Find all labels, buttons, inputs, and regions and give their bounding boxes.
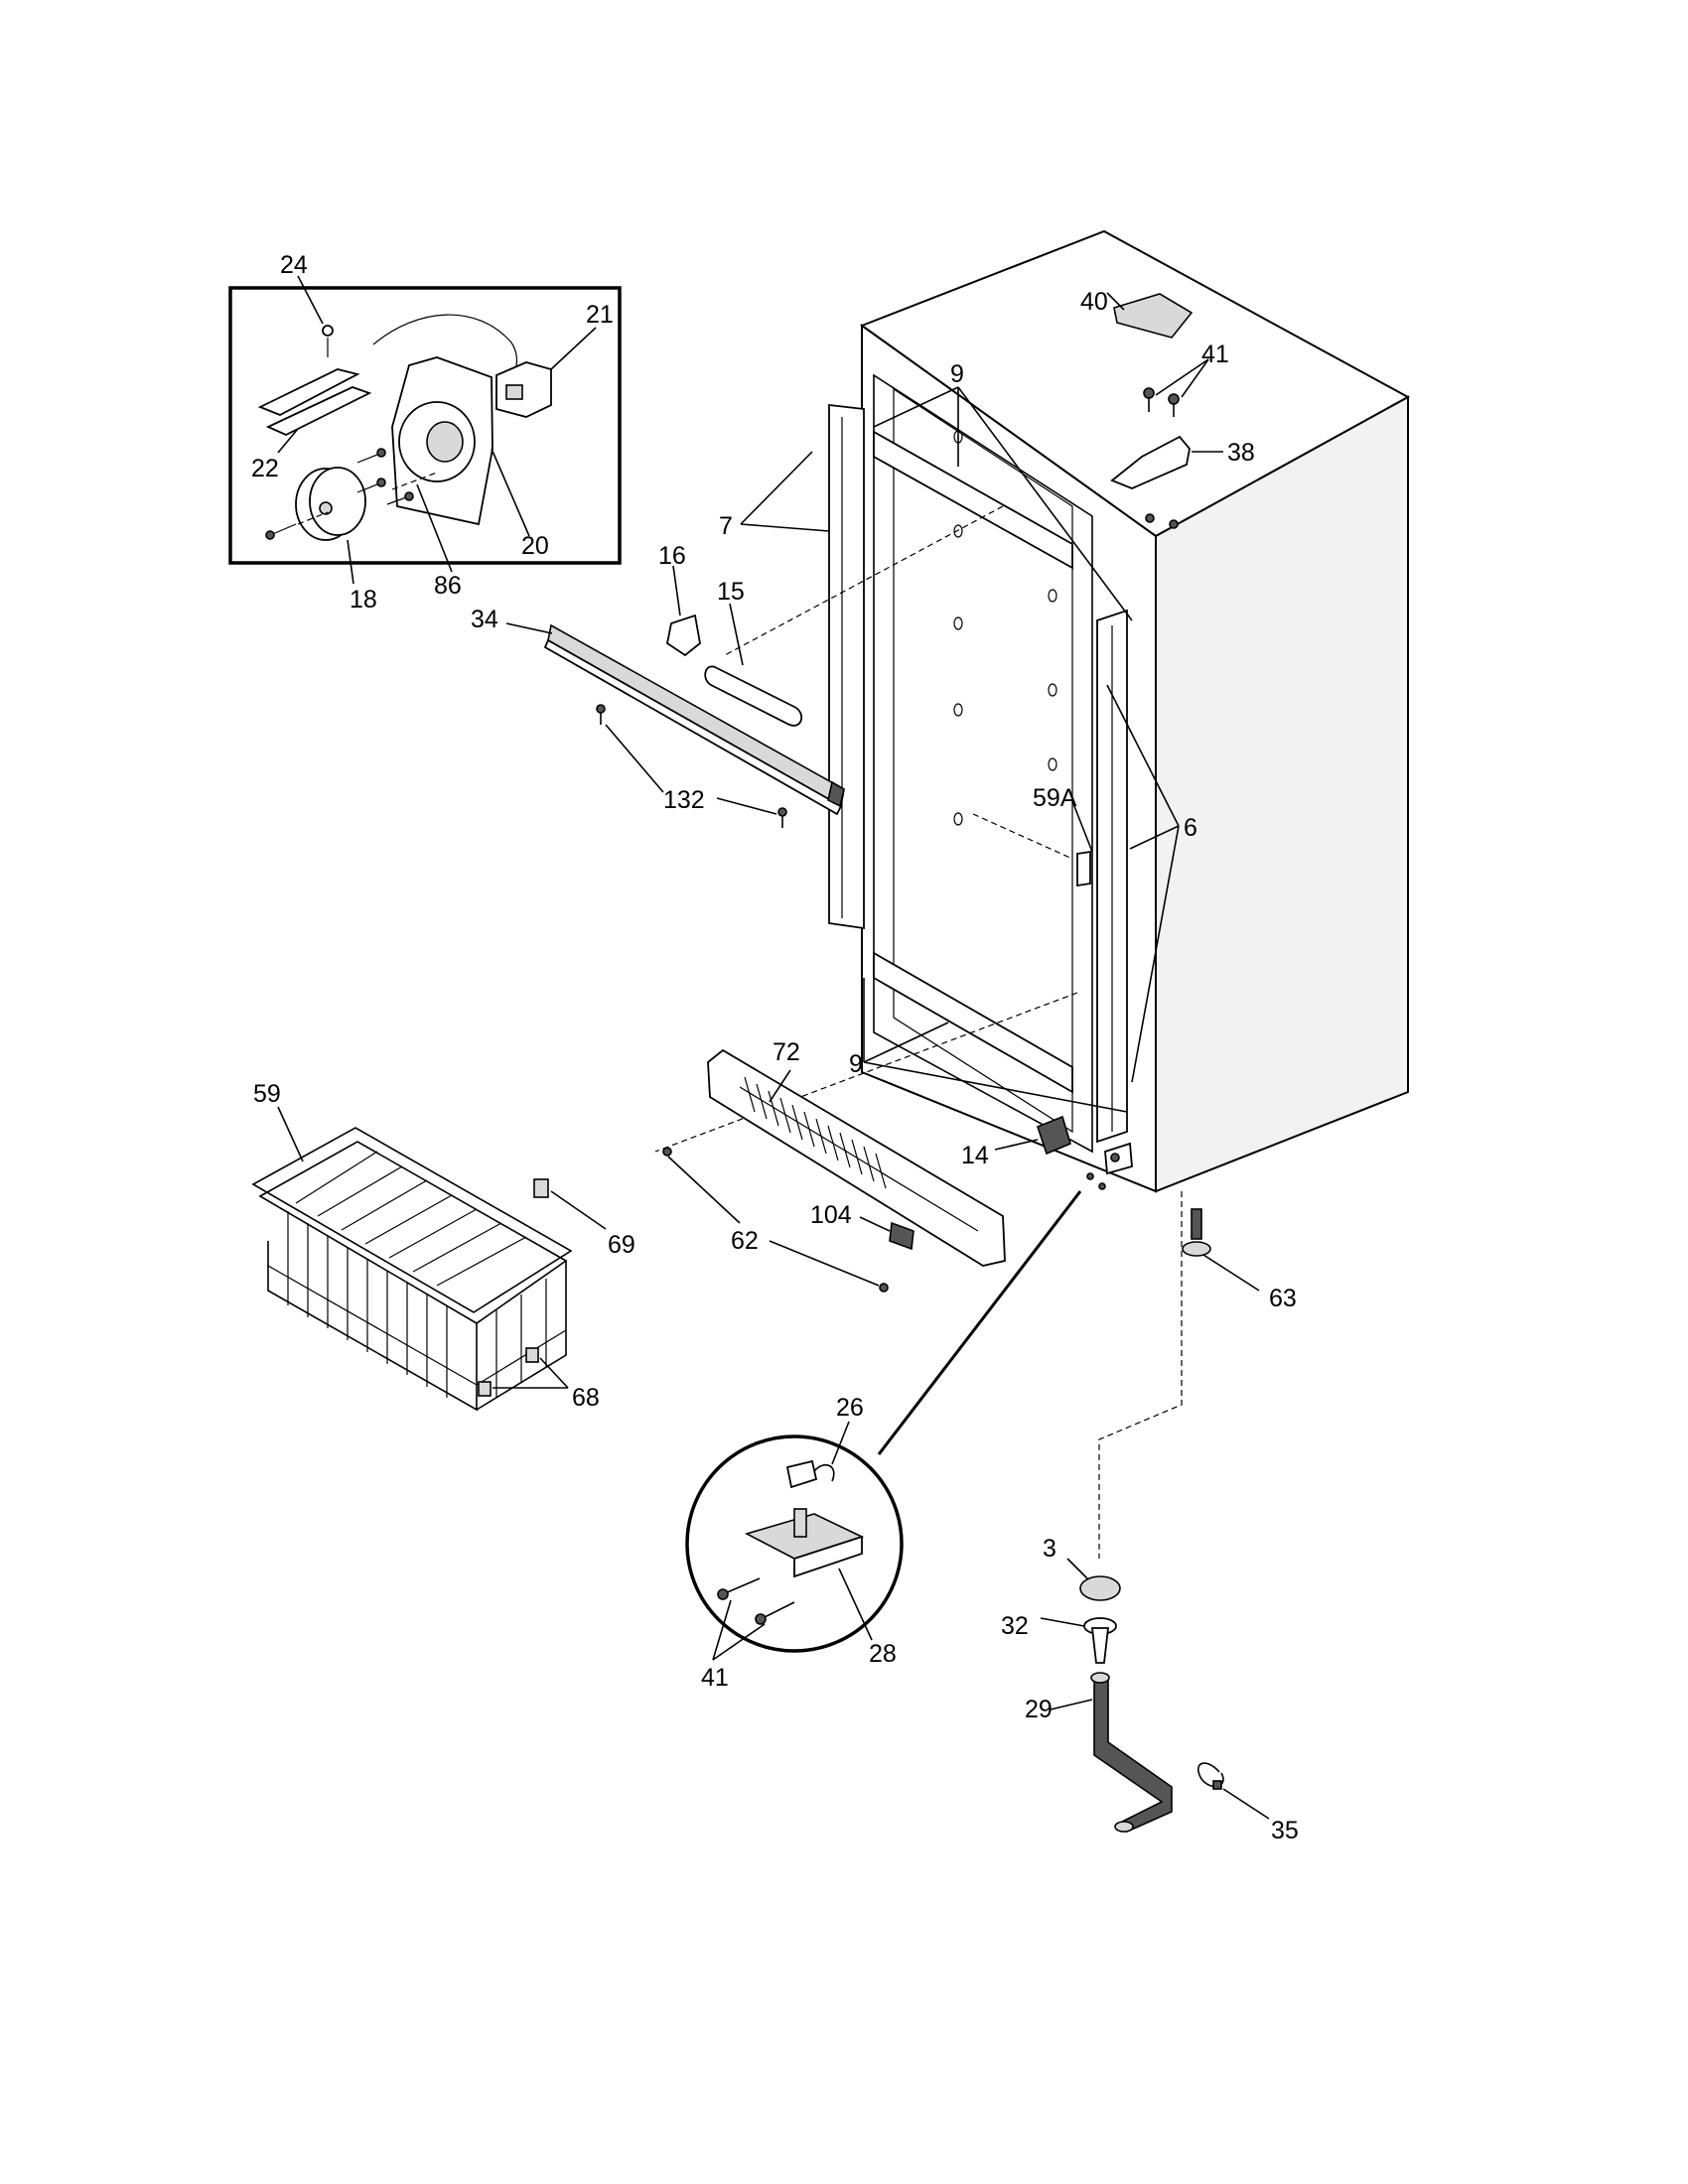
callout-3: 3 xyxy=(1043,1535,1056,1563)
callout-59A: 59A xyxy=(1033,784,1077,812)
callout-29: 29 xyxy=(1025,1696,1053,1723)
callout-32: 32 xyxy=(1001,1612,1029,1640)
detail-circle-bottom-hinge xyxy=(685,1190,1082,1661)
callout-28: 28 xyxy=(869,1640,897,1668)
callout-38: 38 xyxy=(1227,439,1255,467)
detail-box-fan-thermostat xyxy=(228,275,622,585)
shelf-rail-34 xyxy=(505,622,845,828)
callout-22: 22 xyxy=(251,455,279,482)
switch-14 xyxy=(994,1115,1133,1190)
callout-35: 35 xyxy=(1271,1817,1299,1844)
defrost-parts-16-15 xyxy=(665,565,803,727)
leveling-leg-63 xyxy=(1182,1208,1260,1292)
callout-59: 59 xyxy=(253,1080,281,1108)
callout-14: 14 xyxy=(961,1142,989,1169)
callout-15: 15 xyxy=(717,578,745,606)
callout-86: 86 xyxy=(434,572,462,600)
callout-18: 18 xyxy=(350,586,377,614)
callout-26: 26 xyxy=(836,1394,864,1422)
top-hinge-assembly xyxy=(1106,292,1223,529)
drain-assembly xyxy=(1040,1558,1270,1834)
callout-labels: 24 21 22 20 18 86 16 15 34 132 9 7 40 41… xyxy=(251,251,1299,1844)
callout-68: 68 xyxy=(572,1384,600,1412)
callout-21: 21 xyxy=(586,301,614,329)
callout-62: 62 xyxy=(731,1227,759,1255)
callout-69: 69 xyxy=(608,1231,635,1259)
freezer-cabinet xyxy=(654,229,1411,1559)
callout-63: 63 xyxy=(1269,1285,1297,1312)
callout-41-bottom: 41 xyxy=(701,1664,729,1692)
callout-41-top: 41 xyxy=(1201,341,1229,368)
callout-6: 6 xyxy=(1184,814,1197,842)
callout-9-top: 9 xyxy=(950,360,964,388)
callout-40: 40 xyxy=(1080,288,1108,316)
callout-24: 24 xyxy=(280,251,308,279)
callout-9-bottom: 9 xyxy=(849,1050,863,1078)
callout-34: 34 xyxy=(471,606,498,633)
gasket-leaders xyxy=(740,386,1180,1113)
callout-72: 72 xyxy=(773,1038,800,1066)
callout-104: 104 xyxy=(810,1201,852,1229)
callout-20: 20 xyxy=(521,532,549,560)
callout-7: 7 xyxy=(719,512,733,540)
callout-132: 132 xyxy=(663,786,705,814)
wire-basket-59 xyxy=(251,1106,607,1412)
callout-16: 16 xyxy=(658,542,686,570)
kick-plate-72 xyxy=(662,1048,1006,1293)
